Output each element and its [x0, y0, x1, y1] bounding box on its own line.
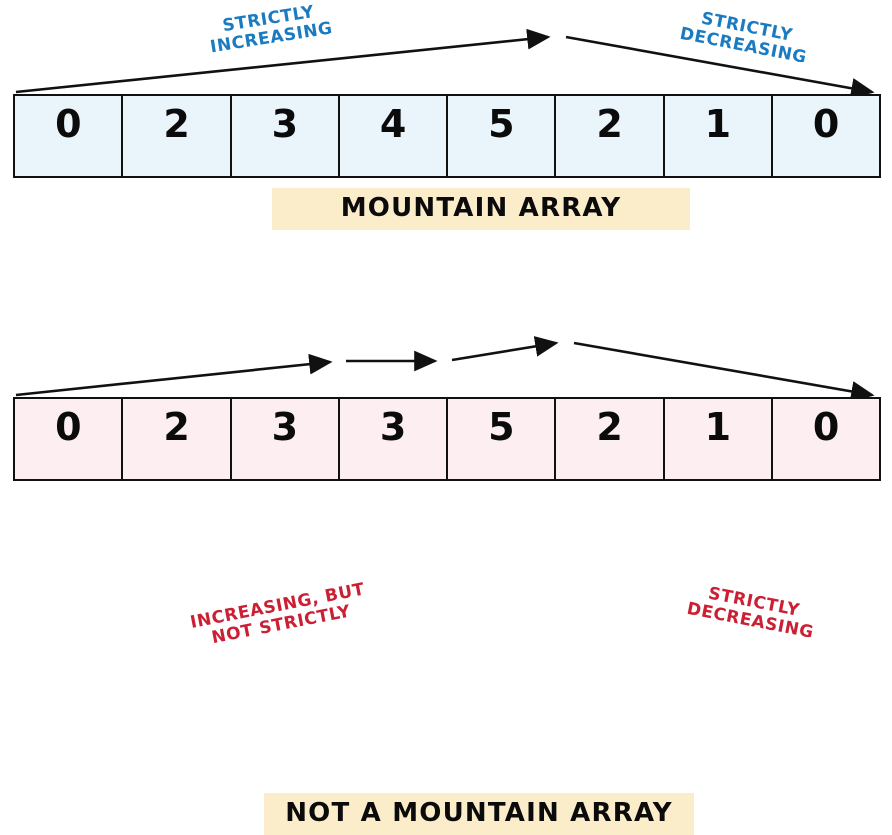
array-cell: 3: [231, 399, 340, 479]
array-cell: 0: [772, 96, 879, 176]
annotation-strictly-decreasing: STRICTLY DECREASING: [678, 8, 809, 68]
array-cell: 1: [664, 96, 773, 176]
not-mountain-array-cells: 0 2 3 3 5 2 1 0: [13, 397, 881, 481]
array-cell: 2: [123, 96, 232, 176]
array-cell: 0: [15, 399, 124, 479]
caption-mountain-array: MOUNTAIN ARRAY: [272, 188, 690, 230]
array-cell: 5: [448, 399, 557, 479]
increasing-arrow-segment-1: [15, 353, 333, 397]
array-cell: 1: [664, 399, 773, 479]
array-cell: 2: [556, 96, 665, 176]
not-mountain-array-panel: INCREASING, BUT NOT STRICTLY STRICTLY DE…: [0, 285, 892, 835]
array-cell: 4: [339, 96, 448, 176]
mountain-array-panel: STRICTLY INCREASING STRICTLY DECREASING …: [0, 0, 892, 285]
decreasing-arrow: [573, 341, 875, 402]
array-cell: 0: [772, 399, 879, 479]
array-cell: 0: [15, 96, 124, 176]
array-cell: 3: [231, 96, 340, 176]
array-cell: 3: [339, 399, 448, 479]
caption-not-a-mountain-array: NOT A MOUNTAIN ARRAY: [264, 793, 694, 835]
annotation-strictly-increasing: STRICTLY INCREASING: [208, 2, 335, 58]
annotation-increasing-not-strictly: INCREASING, BUT NOT STRICTLY: [188, 579, 367, 649]
array-cell: 2: [123, 399, 232, 479]
array-cell: 2: [556, 399, 665, 479]
annotation-strictly-decreasing: STRICTLY DECREASING: [685, 583, 816, 643]
increasing-arrow-segment-2: [451, 336, 559, 362]
mountain-array-cells: 0 2 3 4 5 2 1 0: [13, 94, 881, 178]
array-cell: 5: [448, 96, 557, 176]
